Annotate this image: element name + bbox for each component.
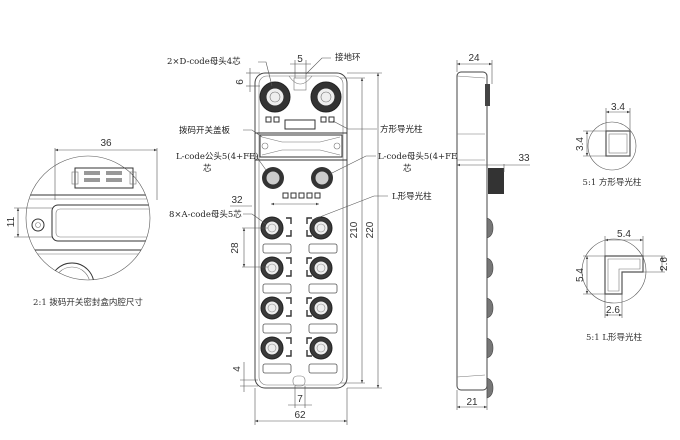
- label-slot: [262, 363, 292, 374]
- ground-ring: [293, 77, 307, 91]
- l-light-pipe: [306, 257, 312, 277]
- dim-square-h: 3.4: [575, 137, 586, 151]
- caption-square-detail: 5:1 方形导光柱: [583, 177, 642, 188]
- dim-pitch-v: 28: [230, 242, 241, 254]
- callout-d-code: 2×D-code母头4芯: [167, 56, 241, 67]
- dim-top-slot: 5: [297, 54, 303, 65]
- callouts: 2×D-code母头4芯 接地环 拨码开关盖板 方形导光柱 L-code公头5(…: [167, 52, 461, 225]
- dip-switch-cover: [259, 134, 343, 158]
- callout-l-code-male: L-code公头5(4+FE): [176, 151, 259, 162]
- a-code-connector: [309, 256, 333, 280]
- l-code-female-connector: [311, 167, 333, 189]
- dim-bottom-offset: 4: [232, 366, 243, 372]
- dim-width: 62: [294, 410, 306, 421]
- dip-switch-detail: 36 11 2:1 拨码开关密封盒内腔尺寸: [6, 138, 158, 308]
- l-light-pipe: [286, 297, 292, 317]
- a-code-connectors: [260, 216, 338, 374]
- l-light-pipe: [306, 297, 312, 317]
- side-connector-bump: [486, 337, 494, 359]
- dim-top-offset: 6: [235, 79, 246, 85]
- callout-ground-ring: 接地环: [335, 52, 361, 63]
- dim-pitch-h: 32: [231, 195, 243, 206]
- callout-l-code-female-suffix: 芯: [403, 163, 412, 174]
- l-light-pipe: [306, 217, 312, 237]
- d-code-connector-1: [259, 81, 291, 113]
- dim-inner-length: 210: [349, 221, 360, 238]
- a-code-connector: [309, 336, 333, 360]
- dim-dip-width: 36: [100, 138, 112, 149]
- front-view: 5 6 32 28 210 220 4 7 62: [230, 54, 382, 425]
- a-code-connector: [309, 296, 333, 320]
- dim-l-width: 5.4: [617, 229, 631, 240]
- l-light-pipe: [286, 257, 292, 277]
- label-slot: [308, 283, 338, 294]
- a-code-connector: [260, 336, 284, 360]
- dim-total-length: 220: [365, 221, 376, 238]
- l-light-pipe: [306, 337, 312, 357]
- l-light-pipe: [286, 337, 292, 357]
- dim-l-arm-h: 2.6: [659, 257, 670, 271]
- side-a-code-connectors: [486, 217, 494, 399]
- caption-dip-detail: 2:1 拨码开关密封盒内腔尺寸: [33, 297, 143, 308]
- d-code-connector-2: [310, 81, 342, 113]
- square-light-pipe-detail: 3.4 3.4 5:1 方形导光柱: [575, 102, 642, 188]
- side-d-code: [485, 84, 490, 106]
- caption-l-detail: 5:1 L形导光柱: [586, 332, 643, 343]
- square-light-pipe: [320, 116, 327, 123]
- l-light-pipe: [286, 217, 292, 237]
- l-code-male-connector: [262, 167, 284, 189]
- a-code-connector: [260, 216, 284, 240]
- dim-bottom-depth: 21: [466, 397, 478, 408]
- l-light-pipe-detail: 5.4 5.4 2.6 2.6 5:1 L形导光柱: [575, 229, 670, 343]
- callout-l-light-pipe: L形导光柱: [392, 191, 432, 202]
- callout-a-code: 8×A-code母头5芯: [169, 209, 242, 220]
- side-connector-bump: [486, 297, 494, 319]
- side-connector-bump: [486, 257, 494, 279]
- callout-square-light-pipe: 方形导光柱: [380, 124, 423, 135]
- dim-top-depth: 24: [468, 53, 480, 64]
- label-slot: [308, 363, 338, 374]
- dim-l-height: 5.4: [575, 268, 586, 282]
- callout-l-code-male-suffix: 芯: [203, 163, 212, 174]
- dim-square-w: 3.4: [611, 102, 625, 113]
- callout-l-code-female: L-code母头5(4+FE): [378, 151, 461, 162]
- side-connector-bump: [486, 217, 494, 239]
- detail-circle: [25, 155, 151, 281]
- side-l-code: [488, 168, 504, 194]
- label-slot: [308, 323, 338, 334]
- label-slot: [262, 283, 292, 294]
- a-code-connector: [260, 256, 284, 280]
- label-slot: [308, 243, 338, 254]
- side-body: [456, 71, 488, 391]
- callout-dip-cover: 拨码开关盖板: [179, 125, 231, 136]
- label-slot: [262, 323, 292, 334]
- side-view: 24 33 21: [456, 53, 530, 410]
- side-connector-bump: [486, 377, 494, 399]
- screw-icon: [31, 218, 45, 232]
- a-code-connector: [309, 216, 333, 240]
- dim-bottom-slot: 7: [297, 394, 303, 405]
- dip-cavity: [51, 204, 150, 242]
- ground-slot: [292, 375, 306, 387]
- led-row: [282, 192, 321, 199]
- dim-connector-depth: 33: [518, 153, 530, 164]
- dim-l-arm-w: 2.6: [606, 305, 620, 316]
- dim-dip-height: 11: [6, 216, 17, 227]
- a-code-connector: [260, 296, 284, 320]
- label-slot: [262, 243, 292, 254]
